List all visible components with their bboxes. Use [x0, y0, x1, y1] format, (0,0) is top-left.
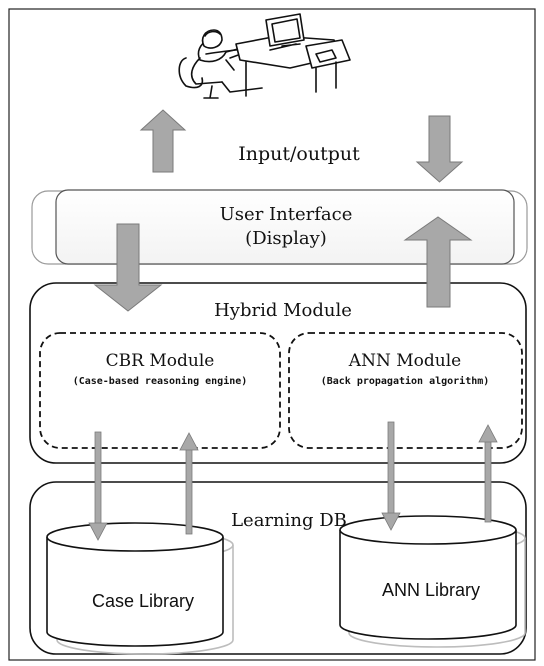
- ann-to-ann-library-arrow: [381, 421, 401, 531]
- cbr-module-description: (Case-based reasoning engine): [73, 375, 248, 387]
- case-library-to-cbr-arrow: [179, 432, 199, 535]
- user-at-computer-icon: [178, 13, 351, 99]
- arrow-up-icon: [403, 216, 473, 308]
- display-subtitle: (Display): [245, 228, 327, 249]
- arrow-down-icon: [415, 115, 464, 183]
- ann-module-description: (Back propagation algorithm): [321, 375, 490, 387]
- ann-library-to-ann-arrow: [478, 424, 498, 523]
- hybrid-module-label: Hybrid Module: [214, 300, 352, 321]
- input-output-label: Input/output: [238, 143, 360, 165]
- case-library-cylinder: [46, 522, 234, 655]
- arrow-up-icon: [139, 109, 187, 173]
- ann-module-box: [288, 332, 523, 449]
- ann-library-label: ANN Library: [382, 580, 480, 600]
- cbr-to-case-library-arrow: [88, 431, 108, 541]
- ann-module-title: ANN Module: [348, 351, 461, 371]
- arrow-down-icon: [93, 223, 163, 312]
- cbr-module-title: CBR Module: [106, 351, 215, 371]
- cbr-module-box: [39, 332, 281, 449]
- ann-library-cylinder: [339, 515, 526, 648]
- user-interface-panel: [55, 189, 515, 265]
- learning-db-label: Learning DB: [231, 510, 347, 531]
- case-library-label: Case Library: [92, 591, 194, 611]
- user-interface-title: User Interface: [220, 204, 353, 225]
